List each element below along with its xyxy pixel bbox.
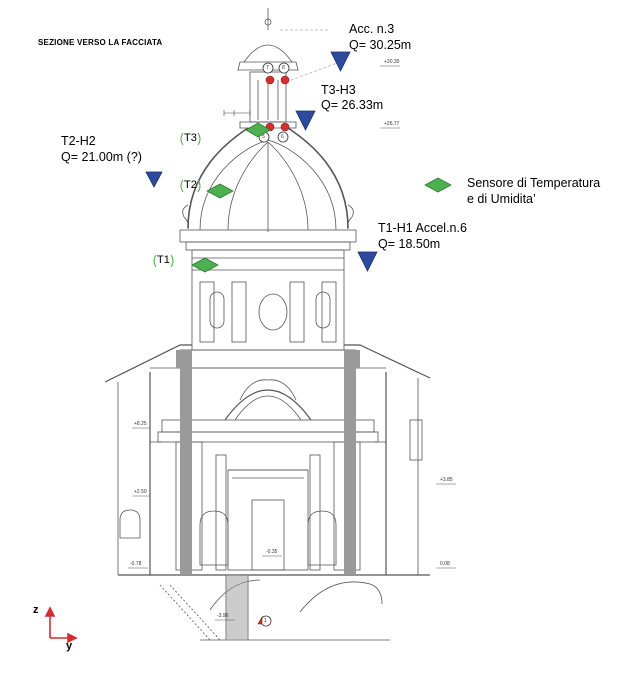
level-mark: -0.35 [266,549,278,555]
node-6 [277,131,289,143]
node-label-5: 5 [262,134,265,140]
t1h1-label-line2: Q= 18.50m [378,237,441,251]
sensor-t3-diamond [245,122,271,138]
node-8 [278,62,290,74]
t3h3-label-line1: T3-H3 [321,83,356,97]
level-mark: 0.08 [440,561,450,567]
legend-line2: e di Umidita’ [467,192,536,206]
level-mark: -0.78 [130,561,142,567]
sensor-tag-t3: T3 [184,132,197,144]
accelerometer-dot [265,75,275,85]
accelerometer-arrow [257,615,263,625]
sensor-tag-t1: T1 [157,254,170,266]
node-label-1: 1 [264,618,267,624]
node-label-6: 6 [281,134,284,140]
left-roof [104,344,192,383]
accelerometer-dot [280,122,290,132]
central-arch [224,389,312,421]
acc3-label-line1: Acc. n.3 [349,22,395,36]
z-axis-arrow [44,606,56,617]
t1h1-label-line1: T1-H1 Accel.n.6 [378,221,467,235]
section-cut-walls [176,350,360,640]
leader-lines [280,29,341,83]
drum-oculus [258,293,288,331]
drawing-title: SEZIONE VERSO LA FACCIATA [38,38,163,47]
y-axis-arrow [67,632,78,644]
sensor-tag-t2: T2 [184,179,197,191]
level-mark: +3.85 [440,477,453,483]
node-label-7: 7 [266,65,269,71]
node-7 [262,62,274,74]
accelerometer-dot [280,75,290,85]
lantern-cap [243,44,293,63]
legend-sensor-diamond [424,177,452,193]
acc3-triangle [330,51,351,72]
y-axis-label: y [66,640,73,652]
t2h2-label-line2: Q= 21.00m (?) [61,150,142,164]
level-mark: +8.25 [134,421,147,427]
level-mark: +26.77 [384,121,400,127]
node-label-8: 8 [282,65,285,71]
t3h3-label-line2: Q= 26.33m [321,98,384,112]
z-axis-label: z [33,604,39,616]
t2h2-triangle [145,171,163,188]
coordinate-axes [44,606,78,644]
t2h2-label-line1: T2-H2 [61,134,96,148]
t3h3-triangle [295,110,316,131]
legend-line1: Sensore di Temperatura [467,176,601,190]
acc3-label-line2: Q= 30.25m [349,38,412,52]
main-door [251,499,285,571]
main-entablature [161,419,375,433]
level-mark: +2.50 [134,489,147,495]
right-roof [344,344,431,379]
t1h1-triangle [357,251,378,272]
sensor-t1-diamond [191,257,219,273]
scale-bar [223,110,251,116]
level-mark: +30.30 [384,59,400,65]
sensor-t2-diamond [206,183,234,199]
dome-outer-shell [187,127,349,229]
level-mark: -3.96 [217,613,229,619]
